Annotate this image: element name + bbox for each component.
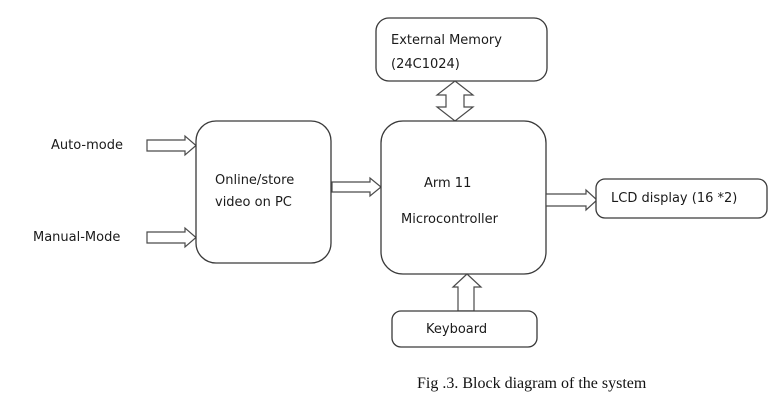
external-memory-block: External Memory (24C1024)	[375, 17, 548, 82]
auto-mode-label: Auto-mode	[51, 138, 123, 153]
online-store-label: Online/store	[215, 173, 294, 188]
auto-mode-arrow	[146, 134, 197, 157]
keyboard-box	[391, 310, 538, 348]
arm-label: Arm 11	[424, 176, 471, 191]
pc-to-arm-arrow	[331, 176, 382, 198]
lcd-display-box	[595, 178, 768, 219]
online-store-box	[195, 120, 332, 264]
microcontroller-label: Microcontroller	[401, 212, 499, 227]
arm-microcontroller-block: Arm 11 Microcontroller	[380, 120, 547, 275]
arm-microcontroller-box	[380, 120, 547, 275]
manual-mode-label: Manual-Mode	[33, 230, 120, 245]
manual-mode-arrow	[146, 226, 197, 249]
external-memory-box	[375, 17, 548, 82]
figure-caption: Fig .3. Block diagram of the system	[417, 375, 647, 392]
keyboard-label: Keyboard	[426, 322, 487, 337]
external-memory-part-label: (24C1024)	[391, 57, 460, 72]
keyboard-block: Keyboard	[391, 310, 538, 348]
arm-to-lcd-arrow	[545, 188, 598, 212]
keyboard-to-arm-arrow	[451, 273, 483, 312]
lcd-display-block: LCD display (16 *2)	[595, 178, 768, 219]
online-store-label-2: video on PC	[215, 195, 292, 210]
external-memory-label: External Memory	[391, 33, 502, 48]
memory-bidirectional-arrow	[435, 80, 475, 122]
lcd-display-label: LCD display (16 *2)	[611, 191, 737, 206]
online-store-block: Online/store video on PC	[195, 120, 332, 264]
